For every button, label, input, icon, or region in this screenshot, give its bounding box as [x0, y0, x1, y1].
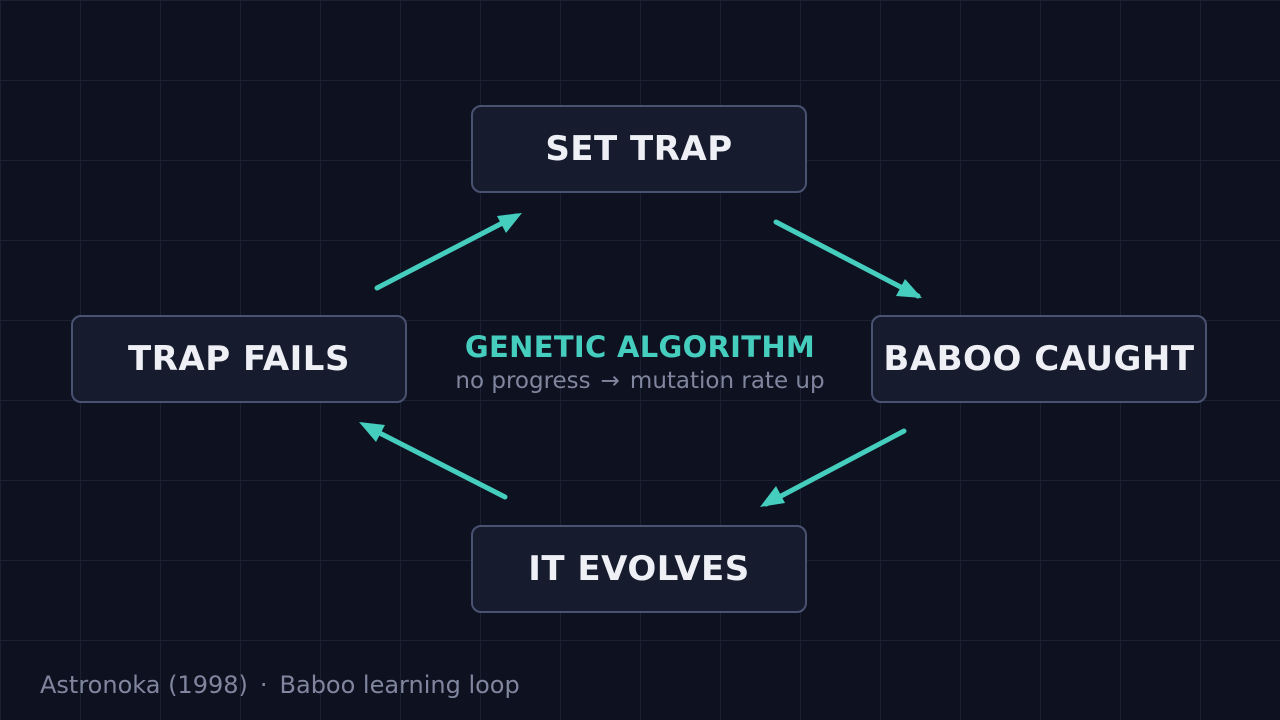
arrowhead-it-evolves-to-trap-fails	[359, 422, 385, 442]
node-baboo-caught-label: BABOO CAUGHT	[883, 339, 1195, 379]
arrowhead-baboo-caught-to-it-evolves	[760, 486, 785, 507]
center-label: GENETIC ALGORITHM no progress → mutation r…	[420, 330, 860, 394]
right-arrow-icon: →	[600, 368, 620, 394]
center-subtitle-left: no progress	[455, 368, 591, 394]
node-it-evolves: IT EVOLVES	[471, 525, 807, 613]
arrow-it-evolves-to-trap-fails	[363, 423, 508, 500]
caption-separator: ·	[259, 671, 268, 699]
arrowhead-trap-fails-to-set-trap	[497, 213, 522, 233]
arrow-trap-fails-to-set-trap	[374, 213, 519, 291]
caption-source: Astronoka (1998)	[40, 671, 248, 699]
node-set-trap: SET TRAP	[471, 105, 807, 193]
arrow-baboo-caught-to-it-evolves	[763, 428, 907, 507]
node-trap-fails-label: TRAP FAILS	[128, 339, 350, 379]
arrow-set-trap-to-baboo-caught	[773, 219, 921, 299]
center-subtitle: no progress → mutation rate up	[420, 368, 860, 394]
node-baboo-caught: BABOO CAUGHT	[871, 315, 1207, 403]
node-trap-fails: TRAP FAILS	[71, 315, 407, 403]
center-subtitle-right: mutation rate up	[629, 368, 825, 394]
caption-description: Baboo learning loop	[279, 671, 520, 699]
node-set-trap-label: SET TRAP	[545, 129, 733, 169]
arrowhead-set-trap-to-baboo-caught	[896, 279, 922, 298]
center-title: GENETIC ALGORITHM	[464, 330, 816, 364]
node-it-evolves-label: IT EVOLVES	[528, 549, 750, 589]
footer-caption: Astronoka (1998) · Baboo learning loop	[40, 671, 520, 699]
